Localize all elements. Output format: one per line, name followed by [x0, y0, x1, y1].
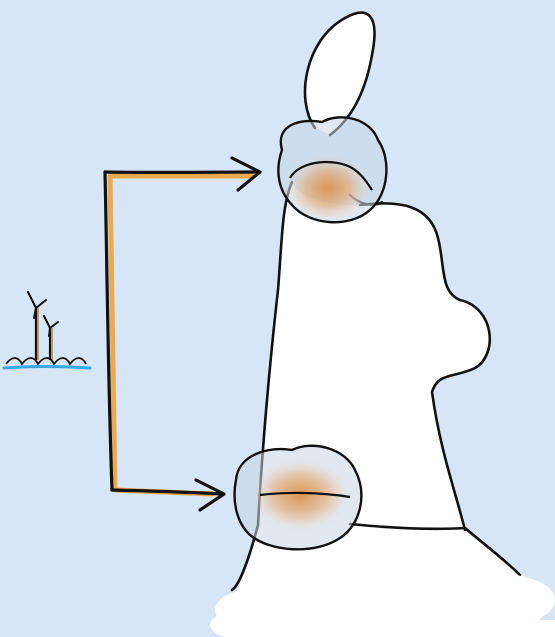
upper-hotspot: [278, 117, 386, 222]
lower-hotspot: [235, 446, 362, 550]
